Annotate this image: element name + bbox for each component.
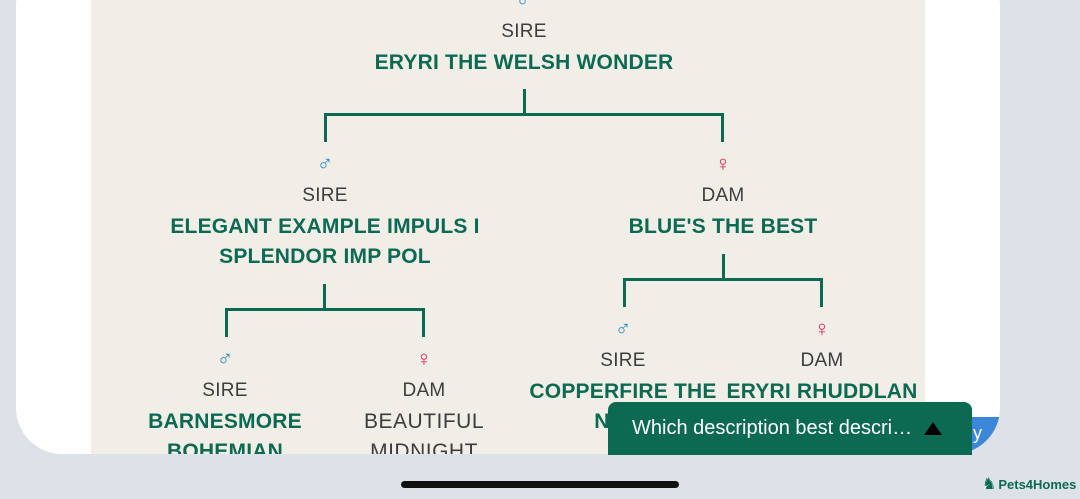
female-icon: ♀ (714, 151, 732, 176)
logo-text: Pets4Homes (998, 476, 1077, 492)
connector-line (721, 113, 724, 142)
node-role: DAM (800, 350, 844, 371)
node-role: SIRE (202, 380, 248, 401)
phone-screen: ♂ SIRE ERYRI THE WELSH WONDER ♂ SIRE ELE… (16, 0, 1000, 454)
connector-line (820, 278, 823, 307)
question-banner[interactable]: Which description best descri… (608, 402, 972, 455)
node-name: BOHEMIAN (167, 440, 283, 454)
node-role: SIRE (302, 185, 348, 206)
connector-line (225, 308, 425, 311)
connector-line (623, 278, 823, 281)
pedigree-node-dam-dam: ♀ DAM ERYRI RHUDDLAN (726, 317, 917, 407)
node-name: ERYRI THE WELSH WONDER (374, 51, 674, 74)
connector-line (324, 113, 724, 116)
node-name: ERYRI RHUDDLAN (726, 380, 918, 403)
node-role: DAM (402, 380, 446, 401)
node-name: BARNESMORE (148, 410, 302, 433)
node-name: ELEGANT EXAMPLE IMPULS I (170, 215, 480, 238)
pedigree-node-root: ♂ SIRE ERYRI THE WELSH WONDER (375, 0, 674, 78)
female-icon: ♀ (813, 316, 831, 341)
connector-line (225, 308, 228, 337)
caret-up-icon[interactable] (924, 422, 942, 435)
pedigree-node-sire: ♂ SIRE ELEGANT EXAMPLE IMPULS I SPLENDOR… (170, 152, 479, 272)
male-icon: ♂ (316, 151, 334, 176)
banner-text: Which description best descri… (632, 417, 913, 439)
pedigree-tree: ♂ SIRE ERYRI THE WELSH WONDER ♂ SIRE ELE… (91, 0, 925, 454)
node-name: COPPERFIRE THE (529, 380, 717, 403)
node-role: SIRE (501, 21, 547, 42)
male-icon: ♂ (375, 0, 674, 12)
node-role: SIRE (600, 350, 646, 371)
node-name: BEAUTIFUL (363, 410, 485, 433)
connector-line (324, 113, 327, 142)
home-indicator[interactable] (401, 481, 679, 488)
connector-line (722, 254, 725, 279)
connector-line (422, 308, 425, 337)
node-name: SPLENDOR IMP POL (219, 245, 431, 268)
connector-line (623, 278, 626, 307)
pedigree-node-sire-sire: ♂ SIRE BARNESMORE BOHEMIAN (148, 346, 302, 455)
pedigree-node-dam: ♀ DAM BLUE'S THE BEST (629, 152, 818, 242)
node-name: MIDNIGHT (370, 440, 478, 454)
male-icon: ♂ (614, 316, 632, 341)
female-icon: ♀ (415, 346, 433, 371)
node-role: DAM (701, 185, 745, 206)
connector-line (323, 284, 326, 309)
horse-icon: ♞ (982, 476, 997, 493)
node-name: BLUE'S THE BEST (628, 215, 818, 238)
connector-line (523, 89, 526, 114)
edge-button-label: y (973, 423, 982, 443)
brand-logo: ♞ Pets4Homes (982, 474, 1076, 494)
pedigree-node-sire-dam: ♀ DAM BEAUTIFUL MIDNIGHT (363, 346, 485, 455)
male-icon: ♂ (216, 346, 234, 371)
